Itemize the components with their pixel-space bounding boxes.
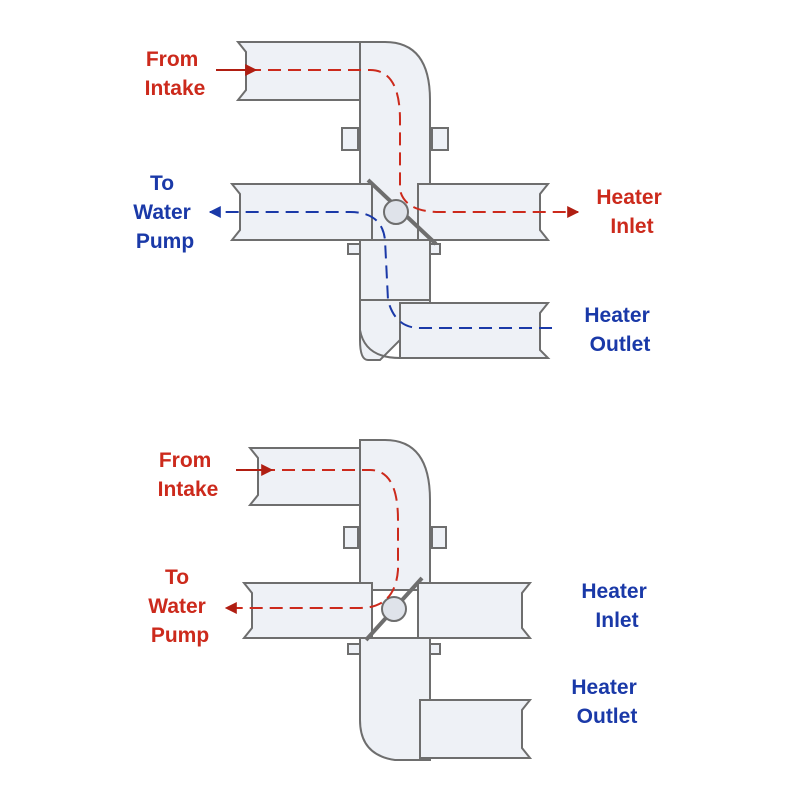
label-to-water-pump: To Water Pump xyxy=(148,566,211,647)
label-heater-inlet: Heater Inlet xyxy=(581,580,652,632)
hot-flow-line xyxy=(248,69,580,218)
label-from-intake: From Intake xyxy=(158,449,219,501)
valve-flapper xyxy=(364,576,424,642)
heater-outlet-port xyxy=(419,699,533,759)
lower-body xyxy=(359,239,431,301)
lower-body xyxy=(359,637,431,761)
panel-bypass: From Intake To Water Pump Heater Inlet H… xyxy=(148,439,652,761)
hot-flow-line xyxy=(224,469,399,614)
elbow-body xyxy=(359,439,431,591)
mounting-tab-left xyxy=(343,526,359,549)
heater-outlet-port xyxy=(399,302,551,359)
panel-heater-on: From Intake To Water Pump Heater Inlet H… xyxy=(133,41,667,361)
mounting-tab-left xyxy=(341,127,359,151)
label-from-intake: From Intake xyxy=(145,48,206,100)
label-heater-outlet: Heater Outlet xyxy=(584,304,655,356)
cold-flow-line xyxy=(208,206,552,329)
valve-flapper xyxy=(366,178,438,246)
heater-inlet-port xyxy=(417,582,533,639)
label-heater-outlet: Heater Outlet xyxy=(571,676,642,728)
valve-body xyxy=(241,439,533,761)
label-heater-inlet: Heater Inlet xyxy=(596,186,667,238)
water-pump-port xyxy=(241,582,373,639)
label-to-water-pump: To Water Pump xyxy=(133,172,196,253)
mounting-tab-right xyxy=(431,127,449,151)
intake-port xyxy=(247,447,361,506)
mounting-tab-right xyxy=(431,526,447,549)
